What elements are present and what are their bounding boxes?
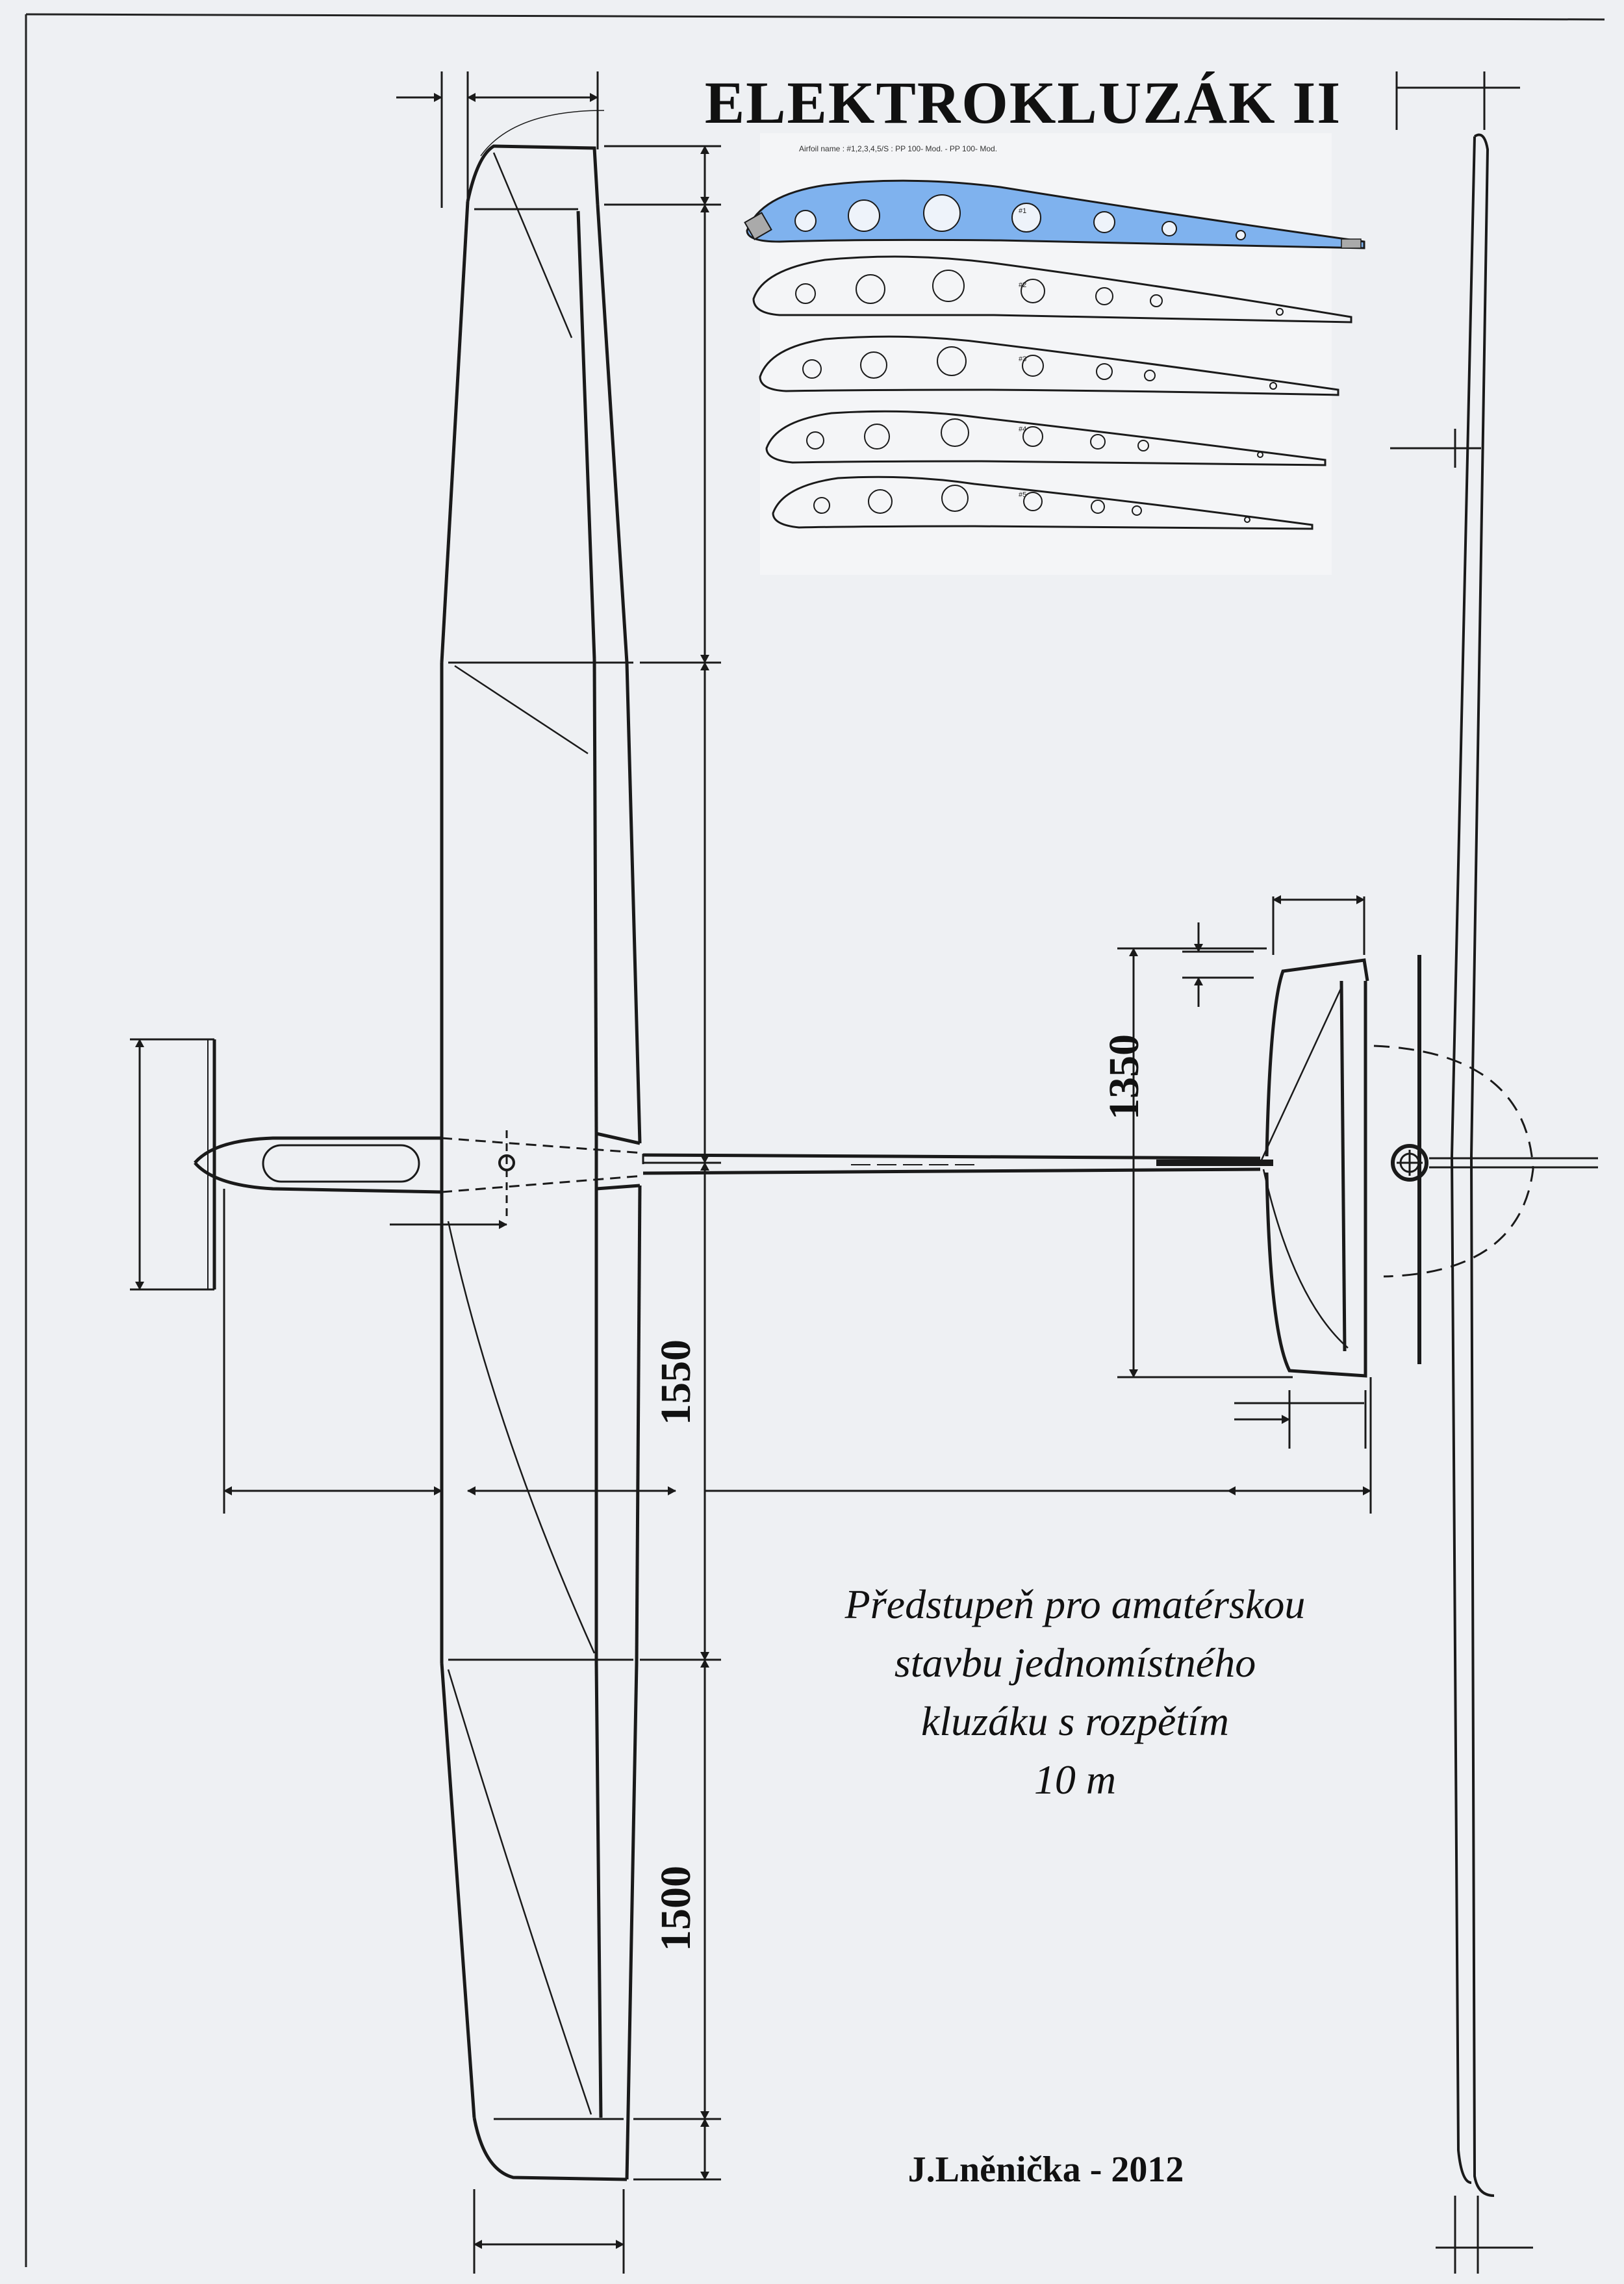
wing-root-box bbox=[594, 1132, 641, 1191]
airfoil-5 bbox=[772, 476, 1313, 530]
dimension-wing-center: 1550 bbox=[652, 1339, 700, 1425]
airfoil-label-4: #4 bbox=[1019, 425, 1026, 433]
description-line: Předstupeň pro amatérskou bbox=[844, 1581, 1306, 1627]
stabilizer bbox=[1259, 958, 1369, 1378]
airfoil-4 bbox=[765, 410, 1326, 466]
wing-upper-diagonals bbox=[454, 110, 605, 755]
airfoil-caption: Airfoil name : #1,2,3,4,5/S : PP 100- Mo… bbox=[799, 144, 998, 153]
airfoil-label-2: #2 bbox=[1019, 281, 1026, 289]
wing-upper-half bbox=[440, 144, 642, 1189]
airfoil-label-3: #3 bbox=[1019, 355, 1026, 363]
wing-lower-diagonals bbox=[447, 1221, 596, 2115]
airfoil-2 bbox=[752, 255, 1352, 324]
side-view-profile bbox=[1373, 133, 1598, 2197]
airfoil-label-1: #1 bbox=[1019, 207, 1026, 215]
dimension-stabilizer-span: 1350 bbox=[1100, 1034, 1148, 1120]
description-text: Předstupeň pro amatérskou stavbu jednomí… bbox=[734, 1575, 1416, 1809]
sheet-frame bbox=[25, 13, 1605, 2267]
description-line: stavbu jednomístného bbox=[894, 1640, 1256, 1686]
description-line: kluzáku s rozpětím bbox=[920, 1698, 1230, 1744]
airfoil-panel: #1 #2 #3 #4 #5 bbox=[744, 133, 1365, 575]
drawing-title: ELEKTROKLUZÁK II bbox=[704, 70, 1342, 136]
dimension-wing-tip: 1500 bbox=[652, 1866, 700, 1951]
dimension-lines bbox=[130, 71, 1533, 2274]
propeller-top-view bbox=[207, 1039, 216, 1289]
airfoil-1 bbox=[744, 179, 1365, 249]
fuselage bbox=[194, 1136, 1273, 1194]
airfoil-3 bbox=[759, 335, 1339, 396]
author-signature: J.Lněnička - 2012 bbox=[907, 2150, 1184, 2190]
wing-lower-half bbox=[440, 1185, 642, 2181]
airfoil-label-5: #5 bbox=[1019, 491, 1026, 499]
description-line: 10 m bbox=[1034, 1757, 1117, 1803]
